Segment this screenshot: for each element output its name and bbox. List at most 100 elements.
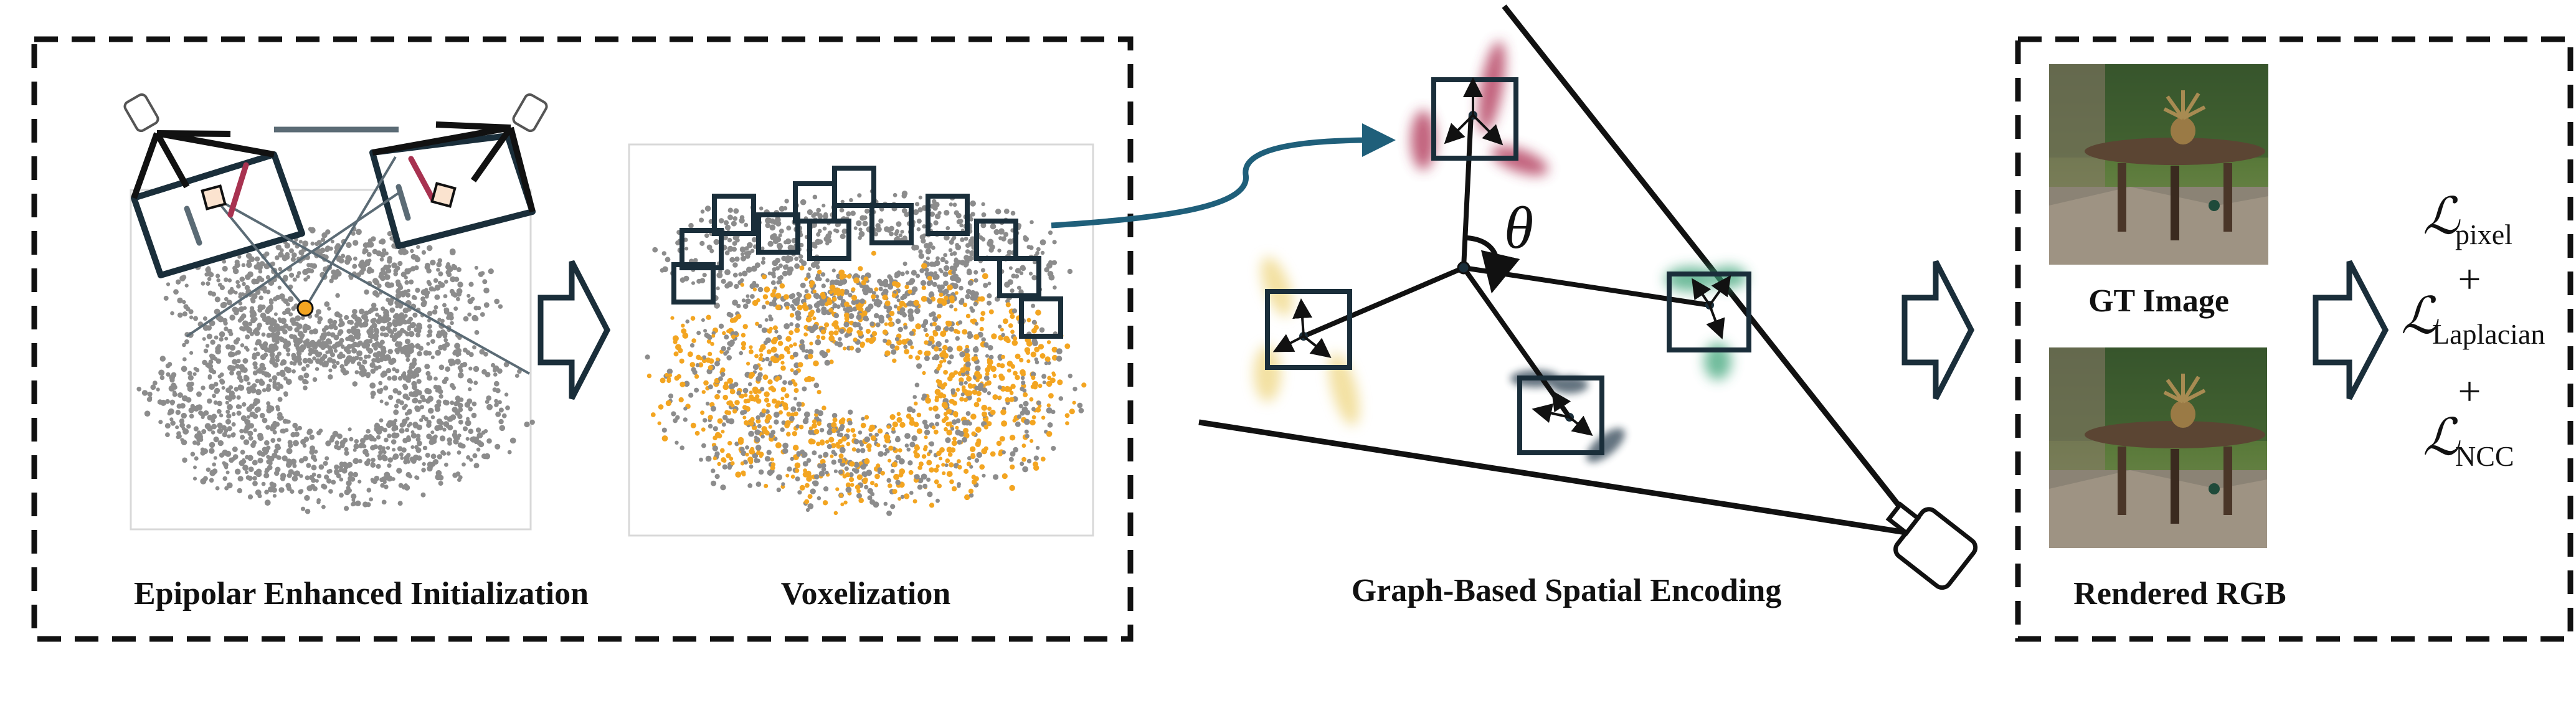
point (884, 448, 889, 452)
point (1040, 456, 1046, 462)
point (1044, 361, 1048, 366)
point (864, 209, 870, 214)
point (742, 303, 749, 309)
point (226, 413, 232, 419)
point (245, 334, 250, 340)
point (833, 279, 840, 286)
loss-ncc: ℒ NCC (2423, 408, 2514, 472)
point (916, 273, 921, 278)
point (895, 479, 901, 485)
point (353, 240, 359, 246)
point (683, 417, 688, 422)
point (922, 483, 928, 489)
point (229, 314, 235, 321)
point (992, 374, 997, 379)
point (904, 212, 909, 217)
point (960, 260, 966, 266)
point (252, 370, 258, 376)
point (894, 337, 899, 342)
point (209, 354, 216, 361)
point (331, 269, 337, 275)
point (858, 227, 863, 232)
point (729, 339, 735, 346)
point (229, 365, 236, 372)
point (481, 430, 486, 435)
point (788, 330, 793, 336)
point (1004, 281, 1010, 288)
point (229, 371, 234, 376)
point (301, 366, 306, 372)
point (463, 316, 469, 322)
point (746, 267, 752, 273)
point (379, 339, 385, 345)
point (376, 435, 381, 440)
frustum-line-lower (1198, 419, 1906, 536)
point (172, 390, 177, 395)
point (770, 280, 776, 285)
point (777, 334, 782, 340)
point (1009, 484, 1015, 491)
point (812, 480, 819, 487)
point (882, 288, 889, 295)
point (227, 278, 232, 283)
point (933, 271, 937, 275)
point (167, 411, 172, 416)
point (970, 446, 976, 452)
point (764, 391, 770, 397)
point (356, 350, 362, 357)
point (263, 371, 268, 376)
point (939, 269, 944, 273)
point (1072, 400, 1076, 405)
point (932, 316, 939, 323)
point (906, 406, 913, 413)
point (807, 209, 813, 215)
point (757, 286, 764, 293)
point (821, 466, 826, 472)
point (694, 430, 700, 436)
point (921, 473, 927, 480)
gt-image (2049, 64, 2268, 265)
point (815, 308, 821, 313)
point (928, 242, 933, 247)
point (249, 411, 256, 418)
point (665, 400, 672, 407)
point (813, 293, 820, 299)
point (724, 224, 731, 230)
point (868, 433, 873, 437)
point (767, 470, 774, 476)
point (822, 500, 828, 506)
point (349, 343, 356, 349)
point (803, 332, 808, 337)
point (381, 348, 387, 355)
point (242, 465, 249, 471)
point (486, 404, 493, 410)
point (722, 464, 728, 470)
point (944, 210, 950, 216)
point (758, 469, 764, 475)
point (926, 460, 932, 466)
point (348, 475, 354, 482)
point (839, 493, 843, 498)
point (381, 454, 387, 460)
point (354, 370, 359, 375)
point (419, 418, 424, 422)
point (391, 357, 397, 364)
point (328, 347, 333, 352)
point (749, 349, 754, 354)
point (770, 234, 777, 240)
point (364, 344, 369, 349)
point (772, 336, 779, 342)
point (488, 268, 494, 275)
point (729, 318, 736, 323)
point (405, 348, 412, 355)
point (768, 360, 772, 364)
point (733, 208, 739, 214)
point (838, 453, 844, 459)
point (317, 316, 323, 322)
point (951, 270, 956, 275)
point (353, 459, 358, 464)
point (891, 427, 896, 432)
point (394, 404, 399, 409)
point (1028, 272, 1033, 276)
point (680, 277, 686, 283)
